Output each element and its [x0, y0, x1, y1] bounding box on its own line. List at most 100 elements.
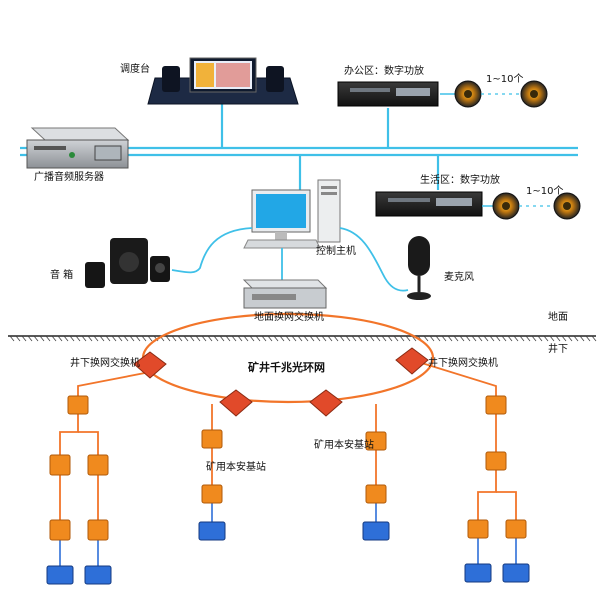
ground-hatch: [357, 335, 363, 342]
ground-hatch: [165, 335, 171, 342]
ground-hatch: [459, 335, 465, 342]
ground-hatch: [471, 335, 477, 342]
orange-devices: [49, 395, 527, 541]
ground-hatch: [339, 335, 345, 342]
ground-hatch: [99, 335, 105, 342]
ground-hatch: [57, 335, 63, 342]
ground-hatch: [345, 335, 351, 342]
living-amplifier: [375, 191, 483, 217]
ground-hatch: [105, 335, 111, 342]
ground-hatch: [501, 335, 507, 342]
ground-hatch: [573, 335, 579, 342]
ground-hatch: [585, 335, 591, 342]
ground-hatch: [369, 335, 375, 342]
branch-lines: [59, 359, 517, 522]
host-links: [171, 227, 409, 292]
ground-hatch: [147, 335, 153, 342]
ground-hatch: [243, 335, 249, 342]
ground-hatch: [447, 335, 453, 342]
ground-hatch: [285, 335, 291, 342]
ground-hatch: [273, 335, 279, 342]
ground-hatch: [333, 335, 339, 342]
ground-hatch: [141, 335, 147, 342]
host-label: 控制主机: [316, 246, 356, 257]
ground-hatch: [231, 335, 237, 342]
living-speakers: [482, 192, 581, 220]
living-count-label: 1~10个: [526, 186, 564, 197]
ground-hatch: [513, 335, 519, 342]
ring-nodes: [133, 347, 429, 417]
ring-label: 矿井千兆光环网: [248, 361, 325, 374]
ground-hatch: [555, 335, 561, 342]
desktop-speakers: [85, 238, 170, 288]
ground-hatch: [381, 335, 387, 342]
console-label: 调度台: [120, 64, 150, 75]
ground-hatch: [519, 335, 525, 342]
ground-hatch: [315, 335, 321, 342]
ground-hatch: [525, 335, 531, 342]
ground-hatch: [27, 335, 33, 342]
ground-hatch: [477, 335, 483, 342]
ground-hatch: [15, 335, 21, 342]
ground-hatch: [531, 335, 537, 342]
ground-hatch: [117, 335, 123, 342]
office-count-label: 1~10个: [486, 74, 524, 85]
speaker-label: 音 箱: [50, 270, 74, 281]
fiber-ring: [141, 312, 435, 404]
ground-hatch: [237, 335, 243, 342]
ground-hatch: [489, 335, 495, 342]
ground-hatch: [399, 335, 405, 342]
ground-hatch: [453, 335, 459, 342]
ground-hatch: [219, 335, 225, 342]
station-left-label: 矿用本安基站: [206, 462, 266, 473]
ground-hatch: [201, 335, 207, 342]
ground-hatch: [69, 335, 75, 342]
ground-hatch: [549, 335, 555, 342]
ground-hatch: [261, 335, 267, 342]
underground-label: 井下: [548, 344, 568, 355]
ground-hatch: [363, 335, 369, 342]
ground-hatch: [309, 335, 315, 342]
ground-hatch: [411, 335, 417, 342]
ground-hatch: [327, 335, 333, 342]
ground-hatch: [183, 335, 189, 342]
ground-hatch: [423, 335, 429, 342]
ground-hatch: [405, 335, 411, 342]
ground-hatch: [465, 335, 471, 342]
ground-hatch: [537, 335, 543, 342]
ground-hatch: [33, 335, 39, 342]
ground-hatch: [297, 335, 303, 342]
ground-hatch: [483, 335, 489, 342]
ground-hatch: [63, 335, 69, 342]
ground-hatch: [435, 335, 441, 342]
ground-hatch: [303, 335, 309, 342]
ground-hatch: [177, 335, 183, 342]
ground-hatch: [189, 335, 195, 342]
ground-hatch: [441, 335, 447, 342]
ground-hatch: [543, 335, 549, 342]
mic-label: 麦克风: [444, 272, 474, 283]
ground-hatch: [225, 335, 231, 342]
ground-hatch: [321, 335, 327, 342]
station-right-label: 矿用本安基站: [314, 440, 374, 451]
ground-hatch: [291, 335, 297, 342]
ground-hatch: [21, 335, 27, 342]
control-host: [243, 179, 341, 249]
ground-hatch: [591, 335, 597, 342]
audio-server: [26, 127, 130, 169]
ground-hatch: [111, 335, 117, 342]
ground-hatch: [495, 335, 501, 342]
ground-hatch: [207, 335, 213, 342]
microphone: [407, 236, 431, 300]
living-amp-label: 生活区：数字功放: [420, 175, 500, 186]
surface-switch-label: 地面换网交换机: [254, 312, 324, 323]
ground-hatch: [39, 335, 45, 342]
server-label: 广播音频服务器: [34, 172, 104, 183]
ground-hatch: [579, 335, 585, 342]
office-amplifier: [337, 81, 439, 107]
ground-hatch: [507, 335, 513, 342]
ground-hatch: [93, 335, 99, 342]
terminal-lines: [59, 503, 517, 566]
ground-hatch: [561, 335, 567, 342]
